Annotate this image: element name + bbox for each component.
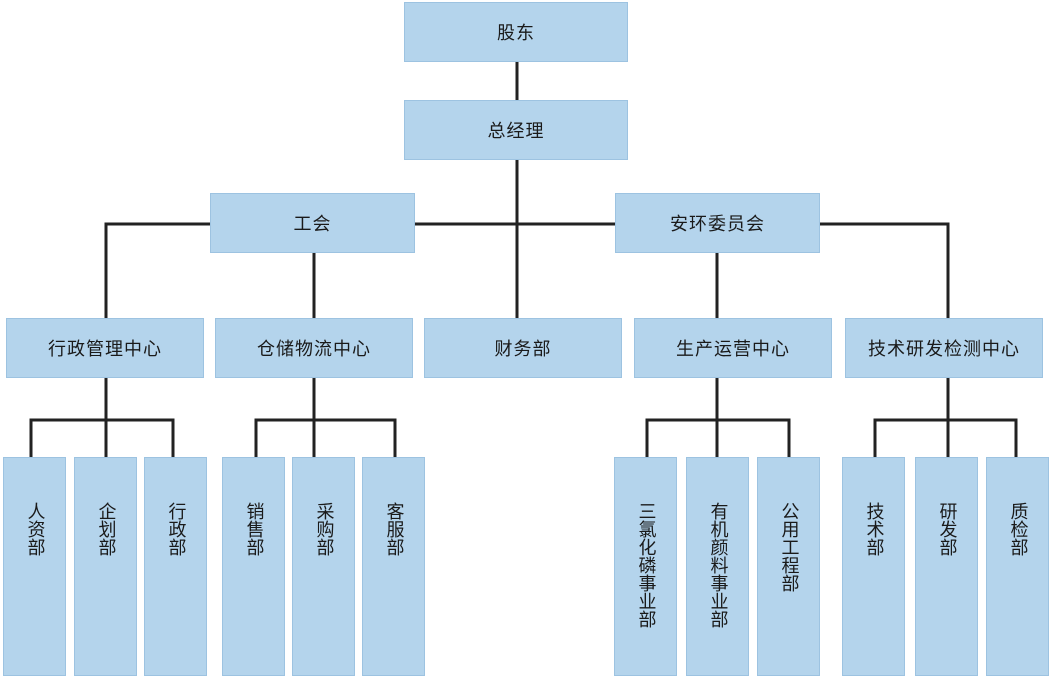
node-warehouse-center-label: 仓储物流中心 [257,339,371,360]
node-dept-utility: 公用工程部 [757,457,820,676]
node-dept-technology-label: 技术部 [863,502,885,556]
node-dept-utility-label: 公用工程部 [778,502,800,592]
node-production-center-label: 生产运营中心 [676,339,790,360]
node-tech-center: 技术研发检测中心 [845,318,1043,378]
node-production-center: 生产运营中心 [634,318,832,378]
node-dept-organic-pigment: 有机颜料事业部 [686,457,749,676]
node-shareholders-label: 股东 [497,23,535,44]
node-dept-planning: 企划部 [74,457,137,676]
node-tech-center-label: 技术研发检测中心 [868,339,1020,360]
node-shareholders: 股东 [404,2,628,62]
node-dept-hr: 人资部 [3,457,66,676]
node-dept-phosphorus-label: 三氯化磷事业部 [635,502,657,628]
node-dept-purchasing: 采购部 [292,457,355,676]
node-dept-technology: 技术部 [842,457,905,676]
node-admin-center-label: 行政管理中心 [48,339,162,360]
node-finance: 财务部 [424,318,622,378]
node-admin-center: 行政管理中心 [6,318,204,378]
node-dept-sales: 销售部 [222,457,285,676]
node-dept-purchasing-label: 采购部 [313,502,335,556]
node-dept-customer-service-label: 客服部 [383,502,405,556]
node-dept-sales-label: 销售部 [243,502,265,556]
node-dept-customer-service: 客服部 [362,457,425,676]
node-safety-env-committee: 安环委员会 [615,193,820,253]
node-general-manager-label: 总经理 [487,121,545,142]
node-dept-organic-pigment-label: 有机颜料事业部 [707,502,729,628]
node-warehouse-center: 仓储物流中心 [215,318,413,378]
node-dept-administration: 行政部 [144,457,207,676]
node-dept-hr-label: 人资部 [24,502,46,556]
node-union: 工会 [210,193,415,253]
node-dept-rnd: 研发部 [915,457,978,676]
node-safety-env-committee-label: 安环委员会 [670,214,765,235]
node-union-label: 工会 [293,214,332,235]
node-dept-qc-label: 质检部 [1007,502,1029,556]
node-dept-planning-label: 企划部 [95,502,117,556]
node-finance-label: 财务部 [494,339,552,360]
node-dept-rnd-label: 研发部 [936,502,958,556]
node-dept-qc: 质检部 [986,457,1049,676]
node-dept-administration-label: 行政部 [165,502,187,556]
node-general-manager: 总经理 [404,100,628,160]
node-dept-phosphorus: 三氯化磷事业部 [614,457,677,676]
